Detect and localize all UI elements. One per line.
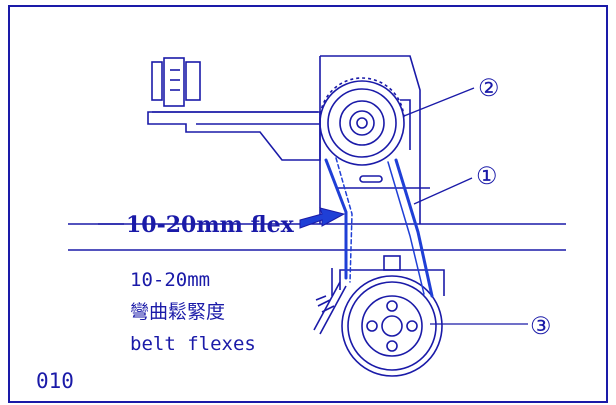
callout-2-leader	[403, 87, 475, 117]
machine-head	[147, 55, 430, 224]
figure-number: 010	[36, 369, 74, 393]
callout-1-leader	[413, 177, 473, 205]
caption-line-1: 10-20mm	[130, 269, 210, 291]
figure-frame	[8, 5, 608, 403]
flex-annotation-text: 10-20mm flex	[126, 212, 295, 238]
callout-3-label: ③	[530, 312, 552, 340]
caption-line-3: belt flexes	[130, 333, 256, 355]
caption-line-2: 彎曲鬆緊度	[130, 301, 225, 323]
upper-pulley	[319, 77, 405, 166]
motor-pulley	[313, 255, 445, 377]
v-belt	[324, 157, 434, 298]
callout-1-label: ①	[476, 162, 498, 190]
flex-arrow	[299, 207, 346, 229]
callout-2-label: ②	[478, 74, 500, 102]
